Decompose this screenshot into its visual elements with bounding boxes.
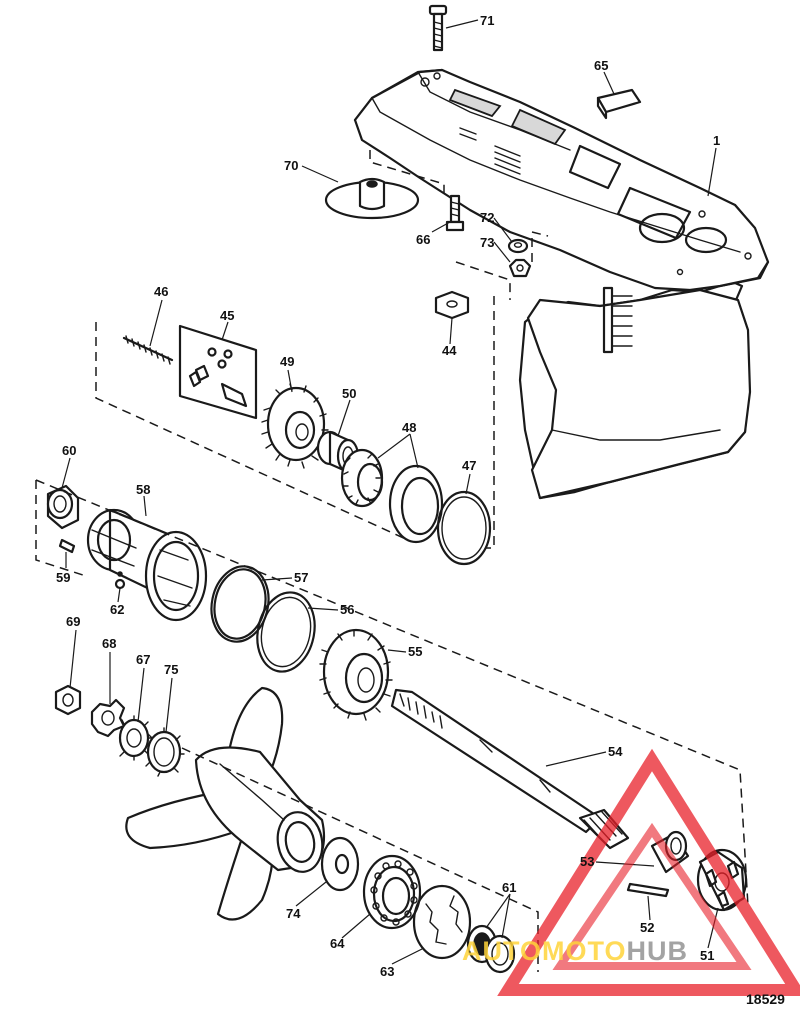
- callout-51: 51: [700, 948, 714, 963]
- part-46-spring: [122, 335, 174, 365]
- part-72-washer: [507, 238, 529, 254]
- callout-72: 72: [480, 210, 494, 225]
- part-75-lock-ring: [145, 727, 185, 777]
- part-49-pinion-gear: [261, 383, 329, 469]
- part-54-propeller-shaft: [390, 688, 630, 850]
- part-63-retaining-ring: [412, 884, 472, 960]
- callout-61: 61: [502, 880, 516, 895]
- part-56-shim: [256, 591, 316, 673]
- callout-47: 47: [462, 458, 476, 473]
- watermark-text-part1: AUTOMOTO: [462, 936, 627, 966]
- callout-56: 56: [340, 602, 354, 617]
- callout-63: 63: [380, 964, 394, 979]
- watermark-text: AUTOMOTOHUB: [462, 936, 688, 966]
- callout-74: 74: [286, 906, 301, 921]
- callout-57: 57: [294, 570, 308, 585]
- callout-67: 67: [136, 652, 150, 667]
- part-73-nut: [508, 258, 532, 278]
- part-45-kit-box: [178, 324, 258, 420]
- part-62-screw: [114, 578, 126, 590]
- part-61-oil-seal: [466, 924, 516, 974]
- part-1-gearcase-housing: [353, 68, 770, 500]
- part-60-needle-bearing: [46, 484, 80, 530]
- callout-59: 59: [56, 570, 70, 585]
- part-58-bearing-carrier: [86, 508, 208, 622]
- callout-53: 53: [580, 854, 594, 869]
- part-48-tapered-bearing: [340, 448, 444, 544]
- callout-62: 62: [110, 602, 124, 617]
- propeller: [125, 686, 326, 921]
- callout-69: 69: [66, 614, 80, 629]
- part-65-trim-tab-plate: [596, 88, 642, 120]
- figure-number: 18529: [746, 991, 785, 1007]
- watermark-logo: [497, 748, 800, 996]
- callout-66: 66: [416, 232, 430, 247]
- callout-65: 65: [594, 58, 608, 73]
- assembly-guide-lines: [35, 150, 749, 972]
- part-74-thrust-washer: [320, 836, 360, 892]
- callout-45: 45: [220, 308, 234, 323]
- callout-58: 58: [136, 482, 150, 497]
- callout-68: 68: [102, 636, 116, 651]
- callout-73: 73: [480, 235, 494, 250]
- part-59-dowel-pin: [58, 538, 76, 554]
- callout-labels: 71 65 1 70 66 72 73 44 46 45 49 50 48 47…: [56, 13, 720, 979]
- callout-54: 54: [608, 744, 623, 759]
- part-55-reverse-gear: [319, 628, 393, 721]
- part-66-screw: [445, 194, 465, 232]
- part-67-splined-washer: [118, 715, 153, 761]
- part-64-ball-bearing: [362, 854, 422, 930]
- callout-1: 1: [713, 133, 720, 148]
- callout-70: 70: [284, 158, 298, 173]
- callout-48: 48: [402, 420, 416, 435]
- callout-44: 44: [442, 343, 457, 358]
- part-70-anode-washer: [324, 177, 420, 220]
- callout-75: 75: [164, 662, 178, 677]
- part-71-bolt: [428, 4, 448, 52]
- part-52-cross-pin: [626, 882, 670, 898]
- callout-50: 50: [342, 386, 356, 401]
- part-47-shim-ring: [436, 490, 492, 566]
- callout-52: 52: [640, 920, 654, 935]
- callout-64: 64: [330, 936, 345, 951]
- part-68-tab-washer: [90, 698, 126, 738]
- callout-60: 60: [62, 443, 76, 458]
- part-44-block: [434, 290, 470, 320]
- watermark-text-part2: HUB: [627, 936, 689, 966]
- callout-55: 55: [408, 644, 422, 659]
- callout-49: 49: [280, 354, 294, 369]
- callout-71: 71: [480, 13, 494, 28]
- part-69-propeller-nut: [54, 684, 82, 716]
- callout-46: 46: [154, 284, 168, 299]
